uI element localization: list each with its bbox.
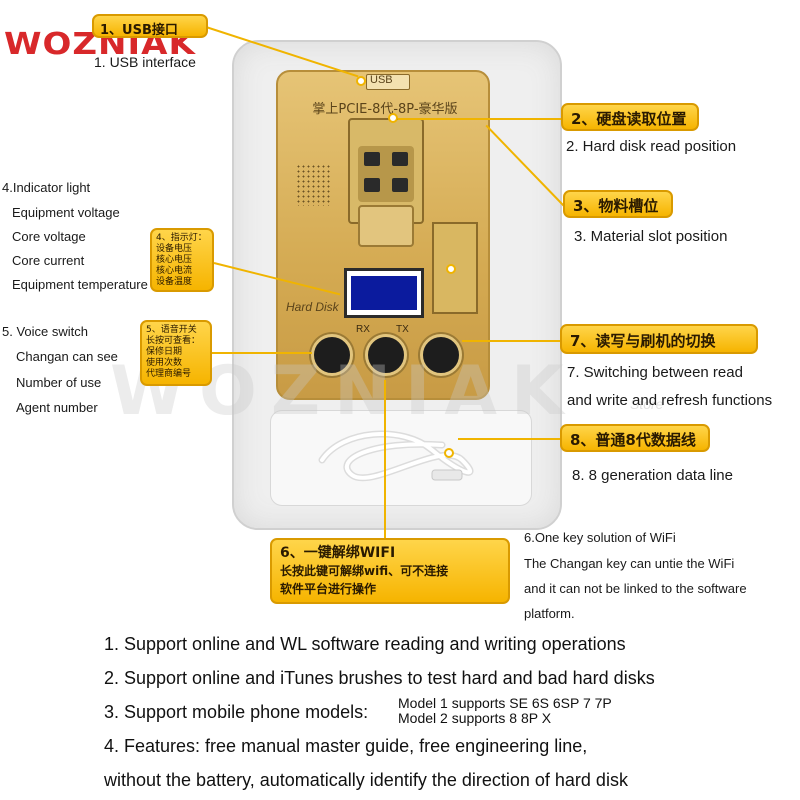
voice-cn-line: 长按可查看： xyxy=(146,336,201,346)
label-indicator-item: Equipment voltage xyxy=(12,205,120,220)
callout-usb-cn: 1、USB接口 xyxy=(92,14,208,38)
label-switch-en: and write and refresh functions xyxy=(567,392,773,409)
leader-line-cable xyxy=(458,438,560,440)
pointer-dot-cable xyxy=(444,448,454,458)
indicator-cn-line: 核心电流 xyxy=(156,266,193,276)
feature-3: 3. Support mobile phone models: xyxy=(104,702,369,722)
wifi-unbind-button[interactable] xyxy=(365,334,407,376)
contact-pad xyxy=(392,178,408,192)
leader-line-hdd xyxy=(398,118,562,120)
indicator-cn-line: 4、指示灯： xyxy=(156,233,207,243)
contact-pad xyxy=(364,152,380,166)
feature-4: 4. Features: free manual master guide, f… xyxy=(104,736,588,756)
callout-slot-cn: 3、物料槽位 xyxy=(563,190,673,218)
voice-cn-line: 代理商编号 xyxy=(146,369,192,379)
label-indicator-en: 4.Indicator light xyxy=(2,180,91,195)
material-slot xyxy=(432,222,478,314)
callout-cable-cn: 8、普通8代数据线 xyxy=(560,424,710,452)
tx-label: TX xyxy=(396,324,409,335)
feature-1: 1. Support online and WL software readin… xyxy=(104,634,626,654)
voice-switch-button[interactable] xyxy=(311,334,353,376)
data-cable-image xyxy=(318,430,474,482)
indicator-cn-line: 设备电压 xyxy=(156,244,193,254)
leader-line-switch xyxy=(462,340,560,342)
label-wifi-en: platform. xyxy=(524,606,575,621)
usb-port-label: USB xyxy=(370,74,393,86)
board-title: 掌上PCIE-8代-8P-豪华版 xyxy=(312,102,458,117)
supported-models: Model 1 supports SE 6S 6SP 7 7P Model 2 … xyxy=(398,696,612,726)
cable-compartment xyxy=(270,410,532,506)
contact-pad xyxy=(364,178,380,192)
callout-indicator-cn: 4、指示灯： 设备电压 核心电压 核心电流 设备温度 xyxy=(150,228,214,292)
model-line: Model 2 supports 8 8P X xyxy=(398,710,552,726)
leader-line-wifi xyxy=(384,380,386,538)
leader-line-voice xyxy=(212,352,312,354)
label-voice-item: Agent number xyxy=(16,400,98,415)
label-voice-item: Changan can see xyxy=(16,349,118,364)
pointer-dot-usb xyxy=(356,76,366,86)
voice-cn-line: 5、语音开关 xyxy=(146,325,197,335)
callout-switch-cn: 7、读写与刷机的切换 xyxy=(560,324,758,354)
pointer-dot-hdd xyxy=(388,113,398,123)
indicator-display xyxy=(351,276,417,310)
label-slot-en: 3. Material slot position xyxy=(574,228,728,245)
label-wifi-en: 6.One key solution of WiFi xyxy=(524,530,676,545)
label-voice-en: 5. Voice switch xyxy=(2,324,88,339)
callout-wifi-cn: 6、一键解绑WIFI 长按此键可解绑wifi、可不连接 软件平台进行操作 xyxy=(270,538,510,604)
indicator-cn-line: 核心电压 xyxy=(156,255,193,265)
feature-5: without the battery, automatically ident… xyxy=(104,770,628,790)
socket-lid[interactable] xyxy=(358,205,414,247)
label-hdd-en: 2. Hard disk read position xyxy=(566,138,737,155)
model-line: Model 1 supports SE 6S 6SP 7 7P xyxy=(398,695,612,711)
rx-label: RX xyxy=(356,324,370,335)
feature-2: 2. Support online and iTunes brushes to … xyxy=(104,668,655,688)
speaker-grille xyxy=(296,164,330,206)
label-indicator-item: Equipment temperature xyxy=(12,277,148,292)
mode-switch-button[interactable] xyxy=(420,334,462,376)
callout-hdd-cn: 2、硬盘读取位置 xyxy=(561,103,699,131)
watermark-store: Store xyxy=(630,396,664,412)
wifi-cn-line: 6、一键解绑WIFI xyxy=(280,545,396,561)
label-voice-item: Number of use xyxy=(16,375,102,390)
label-wifi-en: The Changan key can untie the WiFi xyxy=(524,556,735,571)
wifi-cn-line: 长按此键可解绑wifi、可不连接 xyxy=(280,564,449,578)
wifi-cn-line: 软件平台进行操作 xyxy=(280,582,377,596)
callout-voice-cn: 5、语音开关 长按可查看： 保修日期 使用次数 代理商编号 xyxy=(140,320,212,386)
label-switch-en: 7. Switching between read xyxy=(567,364,743,381)
contact-pad xyxy=(392,152,408,166)
label-indicator-item: Core current xyxy=(12,253,85,268)
usb-port[interactable] xyxy=(366,74,410,90)
indicator-cn-line: 设备温度 xyxy=(156,277,193,287)
label-wifi-en: and it can not be linked to the software xyxy=(524,581,747,596)
hard-disk-label: Hard Disk xyxy=(286,300,339,314)
voice-cn-line: 使用次数 xyxy=(146,358,183,368)
label-indicator-item: Core voltage xyxy=(12,229,86,244)
pointer-dot-slot xyxy=(446,264,456,274)
voice-cn-line: 保修日期 xyxy=(146,347,183,357)
label-cable-en: 8. 8 generation data line xyxy=(572,467,733,484)
label-usb-en: 1. USB interface xyxy=(94,54,196,70)
